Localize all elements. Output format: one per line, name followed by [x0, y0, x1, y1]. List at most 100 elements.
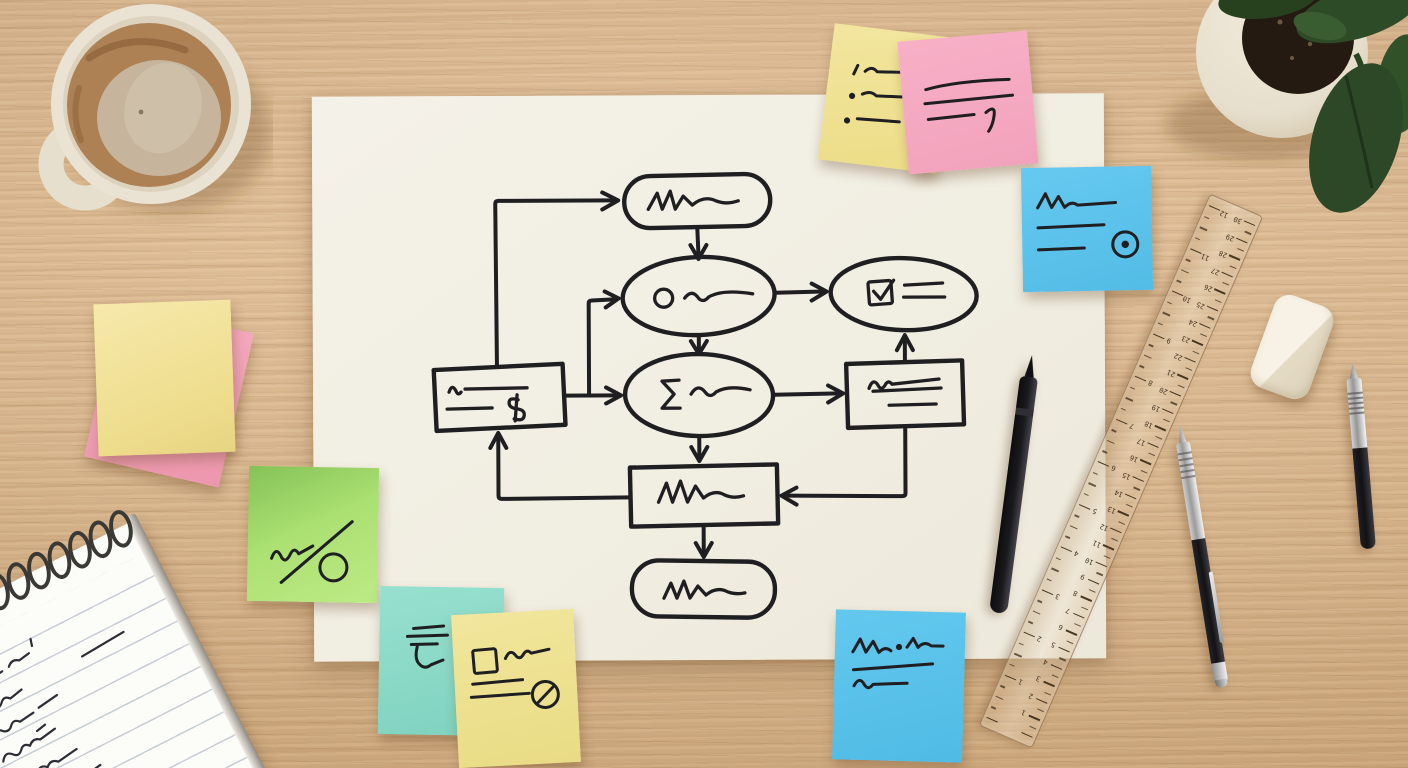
- ruler-number: 9: [1165, 335, 1173, 345]
- ruler-tick: [1059, 657, 1067, 662]
- ruler-number: 29: [1224, 231, 1236, 243]
- ruler-tick: [990, 706, 997, 710]
- ruler-number: 2: [1027, 691, 1035, 701]
- ruler-tick: [1043, 680, 1055, 687]
- ruler-tick: [1066, 640, 1074, 645]
- ruler-tick: [1060, 546, 1072, 553]
- ruler-tick: [1139, 365, 1145, 369]
- ruler-tick: [1190, 247, 1202, 254]
- ruler-number: 4: [1073, 548, 1081, 558]
- ruler-tick: [1124, 493, 1137, 500]
- ruler-tick: [1051, 567, 1060, 573]
- ruler-tick: [1044, 691, 1052, 696]
- ruler-tick: [1167, 301, 1173, 305]
- ruler-number: 1: [1017, 676, 1025, 686]
- bottom-teal-scribble: [405, 624, 449, 669]
- ruler-tick: [1154, 425, 1167, 432]
- ruler-tick: [1088, 482, 1097, 487]
- ruler-tick: [1213, 288, 1226, 295]
- ruler-number: 5: [1049, 639, 1057, 649]
- ruler-tick: [1120, 407, 1126, 411]
- ruler-number: 8: [1071, 588, 1079, 598]
- ruler-tick: [1129, 386, 1136, 390]
- ruler-tick: [1023, 631, 1035, 638]
- ruler-tick: [1191, 339, 1204, 346]
- green-note-scribble: [270, 520, 354, 584]
- ruler-number: 10: [1083, 555, 1095, 567]
- flow-node-start: [622, 171, 773, 231]
- spiral-notebook: [0, 508, 280, 768]
- ruler-tick: [1176, 373, 1189, 380]
- ruler-tick: [1133, 486, 1141, 491]
- ruler-tick: [1083, 493, 1089, 497]
- sticky-note-bottom-blue: [832, 609, 966, 763]
- ruler-tick: [1148, 452, 1156, 457]
- ruler-number: 23: [1180, 334, 1192, 345]
- ruler-number: 7: [1064, 605, 1072, 615]
- ruler-tick: [1037, 599, 1043, 603]
- ruler-tick: [1111, 429, 1117, 433]
- top-yellow-scribble: [843, 63, 909, 124]
- ruler-tick: [986, 716, 998, 723]
- ruler-tick: [1014, 652, 1022, 658]
- ruler-tick: [1236, 237, 1248, 244]
- ruler-number: 24: [1187, 316, 1199, 328]
- ruler-tick: [1027, 620, 1034, 625]
- ruler-tick: [1065, 629, 1078, 636]
- ruler-tick: [995, 695, 1004, 701]
- ruler-tick: [1069, 524, 1078, 530]
- sticky-note-right-blue: [1020, 165, 1154, 293]
- flow-node-review: [627, 462, 781, 529]
- flow-edges: [488, 190, 915, 560]
- ruler-number: 26: [1202, 282, 1214, 294]
- ruler-tick: [1244, 230, 1252, 235]
- ruler-tick: [1229, 264, 1237, 270]
- ruler-tick: [1155, 435, 1163, 440]
- ruler-tick: [1110, 537, 1118, 542]
- ruler-tick: [1073, 623, 1081, 628]
- ruler-number: 18: [1143, 419, 1155, 430]
- ruler-tick: [1228, 254, 1241, 261]
- ruler-tick: [1185, 367, 1193, 372]
- ruler-number: 11: [1091, 538, 1103, 550]
- ruler-tick: [1194, 237, 1201, 241]
- ruler-number: 4: [1042, 657, 1050, 667]
- ruler-tick: [1204, 215, 1210, 220]
- ruler-tick: [1046, 578, 1052, 582]
- sticky-note-top-pink: [897, 30, 1039, 175]
- top-pink-scribble: [923, 77, 1015, 133]
- ruler-tick: [1221, 271, 1233, 278]
- sticky-note-top-yellow: [818, 23, 953, 174]
- ruler-tick: [1206, 305, 1219, 312]
- sticky-note-green: [246, 465, 380, 604]
- ruler-number: 22: [1172, 351, 1184, 362]
- ruler-tick: [1035, 697, 1048, 704]
- ruler-tick: [1162, 407, 1174, 415]
- ruler-tick: [1139, 459, 1152, 466]
- ruler-tick: [1055, 556, 1061, 561]
- ruler-number: 16: [1128, 453, 1140, 465]
- ruler-tick: [1169, 390, 1182, 397]
- ruler-tick: [1134, 375, 1147, 382]
- ruler-tick: [1208, 205, 1221, 212]
- plant-leaves: [1218, 0, 1408, 213]
- ruler-tick: [1088, 589, 1096, 594]
- ruler-tick: [1176, 279, 1182, 284]
- flow-node-end: [629, 558, 778, 620]
- ruler-tick: [1243, 220, 1256, 227]
- ruler-tick: [1125, 503, 1133, 508]
- ruler-tick: [1050, 663, 1063, 670]
- coffee-mug: [38, 4, 271, 212]
- ruler-number: 8: [1147, 378, 1155, 388]
- ruler-tick: [1073, 612, 1085, 619]
- ruler-tick: [1125, 397, 1134, 402]
- ruler-tick: [1096, 571, 1104, 577]
- ruler-tick: [1222, 282, 1230, 287]
- ruler-tick: [1237, 247, 1245, 252]
- ruler-tick: [1032, 610, 1041, 615]
- ruler-tick: [1184, 356, 1196, 363]
- ruler-tick: [1199, 322, 1211, 329]
- ruler-number: 5: [1091, 506, 1099, 516]
- ruler-tick: [1004, 674, 1017, 681]
- ruler-tick: [1117, 510, 1130, 517]
